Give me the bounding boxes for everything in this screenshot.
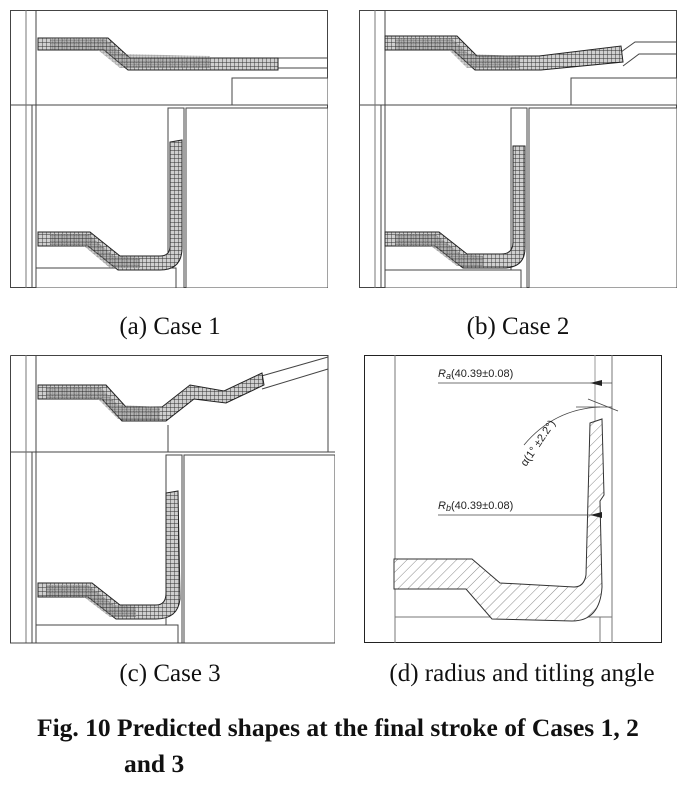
ra-dimension-label: Ra(40.39±0.08): [438, 368, 513, 381]
caption-case-3: (c) Case 3: [119, 660, 221, 687]
panel-case-1: [10, 10, 328, 288]
figure-caption-line-1: Fig. 10 Predicted shapes at the final st…: [37, 713, 639, 742]
caption-radius-angle: (d) radius and titling angle: [389, 660, 655, 687]
case-1-mesh-diagram: [10, 10, 328, 288]
figure-caption-line-2: and 3: [124, 749, 185, 778]
lower-cup-mesh: [37, 490, 181, 620]
caption-case-1: (a) Case 1: [119, 313, 221, 340]
figure-caption: Fig. 10 Predicted shapes at the final st…: [37, 710, 687, 782]
panel-radius-angle: Ra(40.39±0.08) Rb(40.39±0.08) α(1° ±2.2°…: [364, 355, 662, 643]
rb-dimension-label: Rb(40.39±0.08): [438, 500, 513, 513]
case-2-mesh-diagram: [359, 10, 677, 288]
caption-case-2: (b) Case 2: [466, 313, 570, 340]
radius-angle-diagram: Ra(40.39±0.08) Rb(40.39±0.08) α(1° ±2.2°…: [364, 355, 662, 643]
panel-case-2: [359, 10, 677, 288]
panel-case-3: [10, 355, 335, 645]
case-3-mesh-diagram: [10, 355, 335, 644]
cross-section-hatched: [393, 418, 605, 622]
